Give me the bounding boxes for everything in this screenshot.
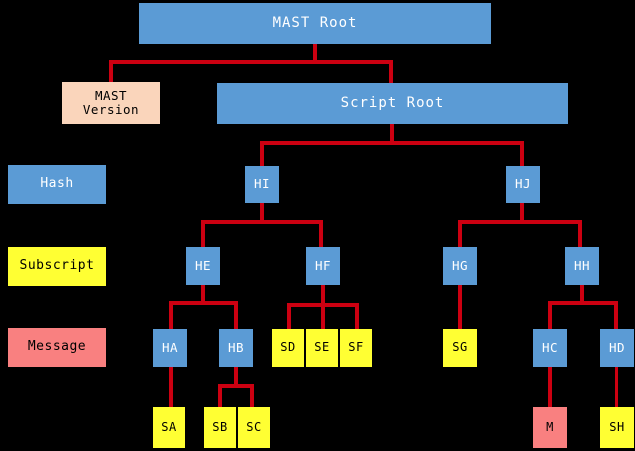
edge-hf-bar <box>287 303 359 307</box>
node-sh[interactable]: SH <box>600 407 634 448</box>
edge-mast-root-stem <box>313 44 317 63</box>
node-sb[interactable]: SB <box>204 407 236 448</box>
edge-ha-drop <box>169 301 173 329</box>
edge-hc-drop <box>548 301 552 329</box>
legend-item-message: Message <box>8 328 106 367</box>
edge-hb-stem <box>234 367 238 386</box>
edge-hb-bar <box>218 384 254 388</box>
edge-hf-stem <box>321 285 325 329</box>
edge-hf-drop <box>319 220 323 247</box>
node-hg[interactable]: HG <box>443 247 477 285</box>
node-hj[interactable]: HJ <box>506 166 540 203</box>
node-mast-version[interactable]: MAST Version <box>62 82 160 124</box>
node-he[interactable]: HE <box>186 247 220 285</box>
edge-sd-drop <box>287 303 291 329</box>
node-sa[interactable]: SA <box>153 407 185 448</box>
node-m[interactable]: M <box>533 407 567 448</box>
edge-hd-drop <box>614 301 618 329</box>
edge-hh-drop <box>578 220 582 247</box>
legend-item-hash: Hash <box>8 165 106 204</box>
edge-script-root-drop <box>389 60 393 83</box>
edge-hb-drop <box>234 301 238 329</box>
edge-he-stem <box>201 285 205 304</box>
edge-hi-bar <box>201 220 323 224</box>
node-sd[interactable]: SD <box>272 329 304 367</box>
node-sf[interactable]: SF <box>340 329 372 367</box>
node-hc[interactable]: HC <box>533 329 567 367</box>
edge-script-root-bar <box>260 141 524 145</box>
node-script-root[interactable]: Script Root <box>217 83 568 124</box>
edge-hj-bar <box>458 220 582 224</box>
edge-sf-drop <box>355 303 359 329</box>
edge-hj-drop <box>520 141 524 166</box>
node-se[interactable]: SE <box>306 329 338 367</box>
edge-mast-root-bar <box>109 60 393 64</box>
edge-script-root-stem <box>390 124 394 144</box>
edge-hj-stem <box>520 203 524 223</box>
edge-mast-version-drop <box>109 60 113 82</box>
edge-ha-sa <box>169 367 173 407</box>
node-ha[interactable]: HA <box>153 329 187 367</box>
node-hf[interactable]: HF <box>306 247 340 285</box>
edge-sb-drop <box>218 384 222 407</box>
edge-hi-drop <box>260 141 264 166</box>
edge-sc-drop <box>250 384 254 407</box>
edge-he-bar <box>169 301 238 305</box>
edge-he-drop <box>201 220 205 247</box>
node-hb[interactable]: HB <box>219 329 253 367</box>
node-sg[interactable]: SG <box>443 329 477 367</box>
edge-hd-sh <box>615 367 618 407</box>
edge-hh-bar <box>548 301 616 305</box>
edge-hg-sg <box>458 285 462 329</box>
edge-hh-stem <box>580 285 584 304</box>
edge-hi-stem <box>260 203 264 223</box>
node-hi[interactable]: HI <box>245 166 279 203</box>
legend-item-subscript: Subscript <box>8 247 106 286</box>
node-mast-root[interactable]: MAST Root <box>139 3 491 44</box>
edge-hg-drop <box>458 220 462 247</box>
node-sc[interactable]: SC <box>238 407 270 448</box>
node-hd[interactable]: HD <box>600 329 634 367</box>
node-hh[interactable]: HH <box>565 247 599 285</box>
edge-hc-m <box>548 367 552 407</box>
